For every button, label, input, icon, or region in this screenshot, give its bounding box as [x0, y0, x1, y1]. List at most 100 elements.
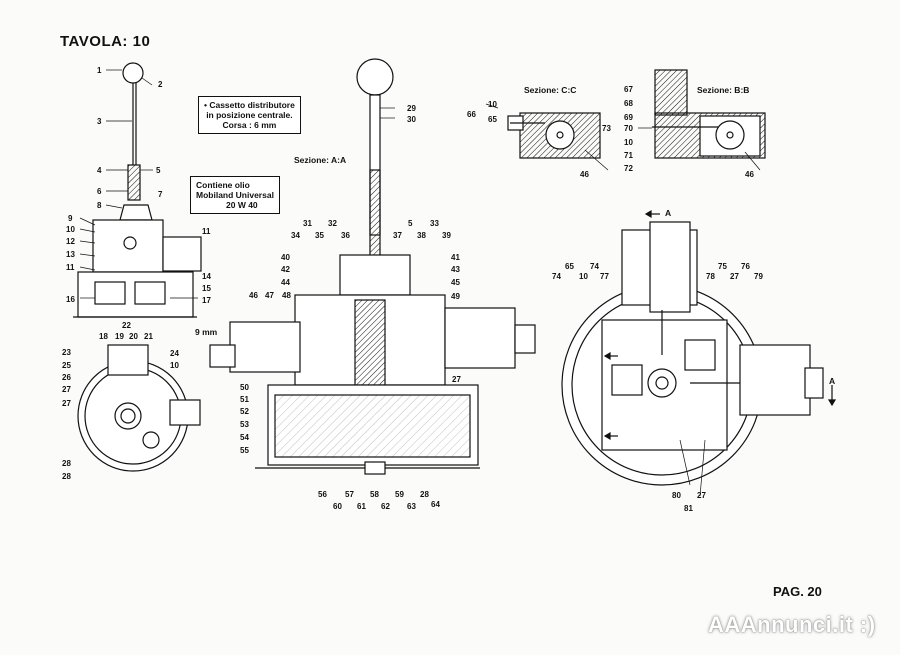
right-plan-side-valve [739, 344, 811, 416]
center-right-solenoid [444, 307, 516, 369]
callout-c-57: 57 [345, 490, 354, 499]
callout-c-30: 30 [407, 115, 416, 124]
callout-left-10: 10 [66, 225, 75, 234]
callout-c-45: 45 [451, 278, 460, 287]
section-bb-label: Sezione: B:B [697, 85, 750, 95]
callout-c-39: 39 [442, 231, 451, 240]
callout-c-38: 38 [417, 231, 426, 240]
callout-bl-21: 21 [144, 332, 153, 341]
callout-left-22: 22 [122, 321, 131, 330]
callout-left-17: 17 [202, 296, 211, 305]
section-aa-label: Sezione: A:A [294, 155, 347, 165]
callout-c-34: 34 [291, 231, 300, 240]
callout-c-42: 42 [281, 265, 290, 274]
callout-c-53: 53 [240, 420, 249, 429]
side-valve [162, 236, 202, 272]
note-olio-line1: Contiene olio [196, 180, 250, 190]
callout-bl-28b: 28 [62, 472, 71, 481]
callout-c-47: 47 [265, 291, 274, 300]
callout-s-71: 71 [624, 151, 633, 160]
callout-c-32: 32 [328, 219, 337, 228]
watermark: AAAnnunci.it :) [708, 612, 876, 637]
lever-spring [127, 164, 141, 201]
callout-bl-18: 18 [99, 332, 108, 341]
callout-bl-19: 19 [115, 332, 124, 341]
note-cassetto-line2: in posizione centrale. [206, 110, 293, 120]
callout-r-79: 79 [754, 272, 763, 281]
callout-c-29: 29 [407, 104, 416, 113]
callout-left-3: 3 [97, 117, 102, 126]
callout-s-65: 65 [488, 115, 497, 124]
section-cc-label: Sezione: C:C [524, 85, 577, 95]
callout-r-65: 65 [565, 262, 574, 271]
upper-body [92, 219, 164, 273]
callout-c-35: 35 [315, 231, 324, 240]
callout-c-48: 48 [282, 291, 291, 300]
callout-c-63: 63 [407, 502, 416, 511]
callout-bl-23: 23 [62, 348, 71, 357]
note-cassetto-line3: Corsa : 6 mm [222, 120, 277, 130]
callout-r-77: 77 [600, 272, 609, 281]
callout-c-64: 64 [431, 500, 440, 509]
callout-s-66: 66 [467, 110, 476, 119]
callout-s-46a: 46 [580, 170, 589, 179]
callout-r-10: 10 [579, 272, 588, 281]
callout-c-58: 58 [370, 490, 379, 499]
callout-left-8: 8 [97, 201, 102, 210]
callout-r-80: 80 [672, 491, 681, 500]
callout-r-27a: 27 [730, 272, 739, 281]
callout-left-15: 15 [202, 284, 211, 293]
callout-c-44: 44 [281, 278, 290, 287]
lever-head [119, 204, 153, 221]
note-cassetto-line1: • Cassetto distributore [204, 100, 295, 110]
lever-knob [122, 62, 144, 84]
callout-c-28: 28 [420, 490, 429, 499]
callout-left-12: 12 [66, 237, 75, 246]
callout-c-5: 5 [408, 219, 413, 228]
callout-r-76: 76 [741, 262, 750, 271]
callout-c-43: 43 [451, 265, 460, 274]
callout-s-72: 72 [624, 164, 633, 173]
callout-bl-28a: 28 [62, 459, 71, 468]
callout-c-37: 37 [393, 231, 402, 240]
callout-left-9: 9 [68, 214, 73, 223]
arrow-letter-a-top: A [665, 208, 672, 218]
callout-c-40: 40 [281, 253, 290, 262]
page-title: TAVOLA: 10 [60, 33, 151, 50]
callout-c-36: 36 [341, 231, 350, 240]
callout-r-78: 78 [706, 272, 715, 281]
callout-c-50: 50 [240, 383, 249, 392]
callout-bl-25: 25 [62, 361, 71, 370]
callout-r-27b: 27 [697, 491, 706, 500]
callout-r-75: 75 [718, 262, 727, 271]
callout-bl-27b: 27 [62, 399, 71, 408]
section-bb-stem [654, 69, 688, 116]
callout-left-11b: 11 [66, 263, 75, 272]
callout-c-41: 41 [451, 253, 460, 262]
center-spring-housing [339, 254, 411, 296]
callout-left-7: 7 [158, 190, 163, 199]
callout-bl-27a: 27 [62, 385, 71, 394]
center-left-port [229, 321, 301, 373]
callout-left-6: 6 [97, 187, 102, 196]
callout-c-31: 31 [303, 219, 312, 228]
callout-c-55: 55 [240, 446, 249, 455]
callout-left-13: 13 [66, 250, 75, 259]
callout-s-67: 67 [624, 85, 633, 94]
callout-left-1: 1 [97, 66, 102, 75]
callout-c-33: 33 [430, 219, 439, 228]
callout-bl-26: 26 [62, 373, 71, 382]
callout-c-27: 27 [452, 375, 461, 384]
plan-view-bore [114, 402, 142, 430]
callout-bl-20: 20 [129, 332, 138, 341]
note-olio-line2: Mobiland Universal [196, 190, 274, 200]
callout-bl-10: 10 [170, 361, 179, 370]
callout-c-59: 59 [395, 490, 404, 499]
callout-left-5: 5 [156, 166, 161, 175]
callout-s-73: 73 [602, 124, 611, 133]
callout-c-52: 52 [240, 407, 249, 416]
page-number: PAG. 20 [773, 584, 822, 599]
upper-body-bolt [123, 236, 137, 250]
